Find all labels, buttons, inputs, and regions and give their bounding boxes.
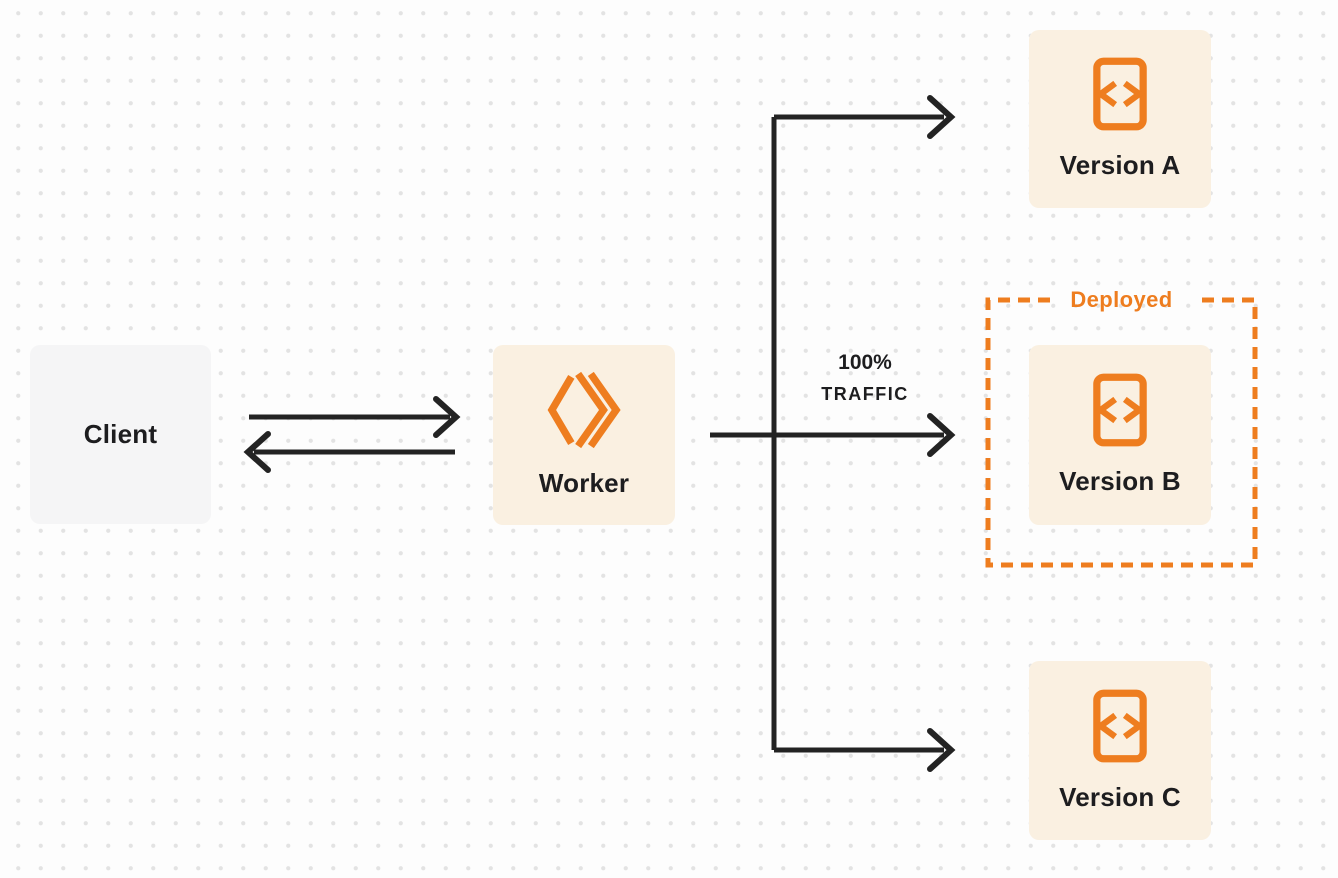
traffic-word-text: TRAFFIC — [821, 384, 909, 404]
code-file-icon — [1093, 689, 1147, 768]
traffic-percent-text: 100% — [838, 351, 892, 374]
node-version-b: Version B — [1029, 345, 1211, 525]
arrow-to-version-b — [774, 413, 956, 457]
node-label: Version A — [1059, 150, 1181, 180]
cloudflare-workers-icon — [546, 371, 622, 454]
code-file-icon — [1093, 373, 1147, 452]
deployed-boundary — [985, 297, 1258, 568]
arrow-worker-to-client — [243, 431, 455, 473]
traffic-trunk-line — [710, 117, 777, 750]
node-label: Worker — [538, 468, 630, 498]
node-version-a: Version A — [1029, 30, 1211, 208]
node-label: Client — [83, 419, 158, 449]
node-client: Client — [30, 345, 211, 524]
deployed-label: Deployed — [1070, 287, 1173, 312]
node-version-c: Version C — [1029, 661, 1211, 840]
arrow-to-version-c — [774, 728, 956, 772]
arrow-client-to-worker — [249, 396, 461, 438]
node-label: Version C — [1059, 781, 1181, 812]
arrow-to-version-a — [774, 95, 956, 139]
traffic-label: 100% TRAFFIC — [790, 350, 940, 406]
node-worker: Worker — [493, 345, 675, 525]
node-label: Version B — [1059, 466, 1181, 496]
code-file-icon — [1093, 57, 1147, 136]
